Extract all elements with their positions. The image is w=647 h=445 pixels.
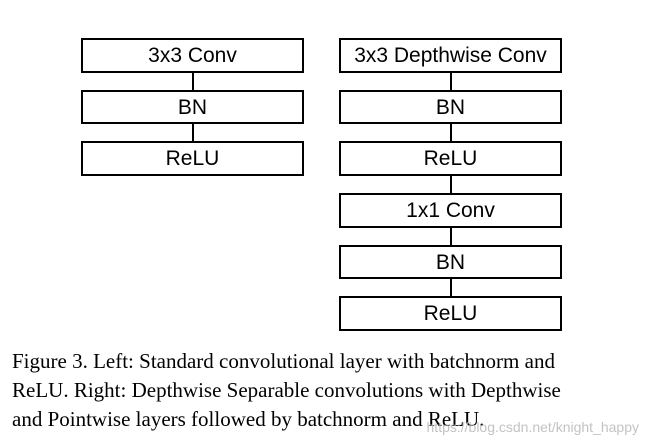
- right-connector-3: [450, 176, 452, 193]
- right-connector-4: [450, 228, 452, 245]
- right-depthwise-conv-block: 3x3 Depthwise Conv: [339, 38, 562, 73]
- left-relu-block: ReLU: [81, 141, 304, 176]
- left-connector-2: [192, 124, 194, 141]
- right-pointwise-conv-block: 1x1 Conv: [339, 193, 562, 228]
- caption-line-2: ReLU. Right: Depthwise Separable convolu…: [12, 378, 561, 402]
- left-bn-block: BN: [81, 90, 304, 124]
- watermark-text: https://blog.csdn.net/knight_happy: [426, 419, 639, 435]
- right-relu-block-1: ReLU: [339, 141, 562, 176]
- right-connector-2: [450, 124, 452, 141]
- right-bn-block-1: BN: [339, 90, 562, 124]
- caption-line-3: and Pointwise layers followed by batchno…: [12, 407, 485, 431]
- right-connector-1: [450, 73, 452, 90]
- caption-line-1: Figure 3. Left: Standard convolutional l…: [12, 349, 555, 373]
- figure-caption: Figure 3. Left: Standard convolutional l…: [12, 347, 642, 434]
- right-connector-5: [450, 279, 452, 296]
- right-relu-block-2: ReLU: [339, 296, 562, 331]
- left-connector-1: [192, 73, 194, 90]
- left-conv-block: 3x3 Conv: [81, 38, 304, 73]
- right-bn-block-2: BN: [339, 245, 562, 279]
